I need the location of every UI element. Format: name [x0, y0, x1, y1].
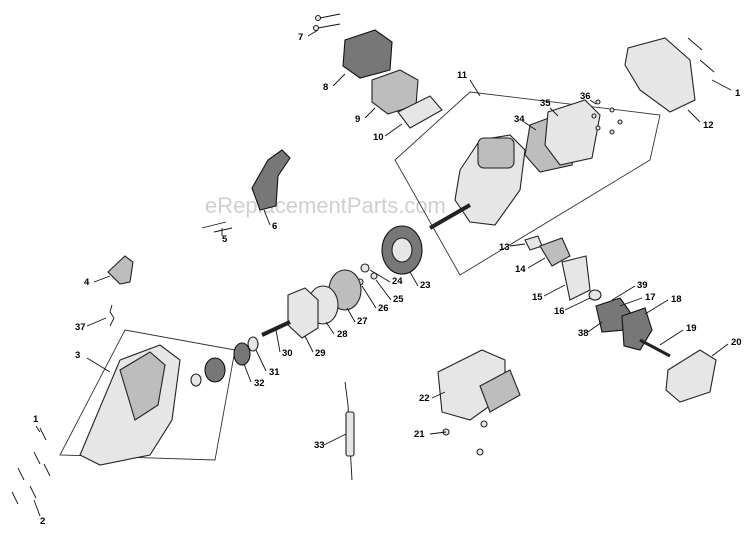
part-14-insulator [539, 237, 571, 267]
callout-22: 22 [419, 393, 430, 404]
part-33-cable-sleeve [345, 411, 355, 457]
callout-17: 17 [645, 292, 656, 303]
callout-1b: 1 [735, 88, 741, 99]
callout-27: 27 [357, 316, 368, 327]
callout-26: 26 [378, 303, 389, 314]
part-20-cover [665, 349, 717, 403]
part-7-screws [312, 13, 341, 32]
callout-29: 29 [315, 348, 326, 359]
part-4-clip [107, 255, 134, 285]
callout-2: 2 [40, 516, 45, 527]
callout-16: 16 [554, 306, 565, 317]
part-13-spacer [524, 235, 543, 251]
part-31-washer [247, 336, 259, 352]
part-8-filter-cover [342, 29, 393, 79]
callout-24: 24 [392, 276, 403, 287]
part-21-screws [429, 420, 488, 456]
part-6-ignition-coil [251, 149, 291, 211]
callout-9: 9 [355, 114, 360, 125]
callout-32: 32 [254, 378, 265, 389]
callout-18: 18 [671, 294, 682, 305]
part-15-plate [561, 255, 591, 301]
callout-13: 13 [499, 242, 510, 253]
part-3-housing [79, 344, 226, 466]
callout-3: 3 [75, 350, 80, 361]
part-5-screws [201, 221, 233, 233]
callout-30: 30 [282, 348, 293, 359]
part-22-fuel-tank [437, 349, 521, 421]
part-23-flywheel [381, 225, 423, 275]
part-30-shaft [261, 320, 291, 337]
part-32-bearing [233, 342, 251, 366]
callout-8: 8 [323, 82, 328, 93]
engine-assembly-outline [394, 91, 661, 276]
callout-5: 5 [222, 234, 228, 245]
callout-11: 11 [457, 70, 468, 81]
callout-33: 33 [314, 440, 325, 451]
callout-14: 14 [515, 264, 526, 275]
callout-35: 35 [540, 98, 551, 109]
part-11-engine [429, 134, 526, 230]
part-18-bracket [621, 307, 653, 351]
callout-37: 37 [75, 322, 86, 333]
part-12-engine-cover [624, 37, 696, 113]
callout-7: 7 [298, 32, 303, 43]
part-1-2-screws-bottom [11, 427, 51, 505]
callout-20: 20 [731, 337, 742, 348]
callout-39: 39 [637, 280, 648, 291]
part-35-crankcase [544, 99, 601, 166]
part-29-clutch-housing [287, 287, 319, 339]
callout-labels: 1 1 2 3 4 5 6 7 8 9 10 11 12 13 14 15 16… [33, 32, 742, 527]
callout-4: 4 [84, 277, 90, 288]
callout-28: 28 [337, 329, 348, 340]
callout-12: 12 [703, 120, 714, 131]
callout-21: 21 [414, 429, 425, 440]
callout-36: 36 [580, 91, 591, 102]
callout-31: 31 [269, 367, 280, 378]
callout-leaders [33, 29, 732, 517]
part-1-screws-top [687, 37, 715, 73]
watermark-text: eReplacementParts.com [205, 193, 446, 218]
callout-19: 19 [686, 323, 697, 334]
callout-34: 34 [514, 114, 525, 125]
part-16-gasket [588, 289, 602, 301]
part-10-gasket [397, 95, 443, 129]
callout-6: 6 [272, 221, 277, 232]
callout-10: 10 [373, 132, 384, 143]
callout-25: 25 [393, 294, 404, 305]
callout-38: 38 [578, 328, 589, 339]
callout-23: 23 [420, 280, 431, 291]
part-19-rod [639, 338, 671, 358]
part-36-screws [591, 99, 623, 135]
callout-15: 15 [532, 292, 543, 303]
callout-1a: 1 [33, 414, 39, 425]
part-37-spring [109, 304, 115, 327]
